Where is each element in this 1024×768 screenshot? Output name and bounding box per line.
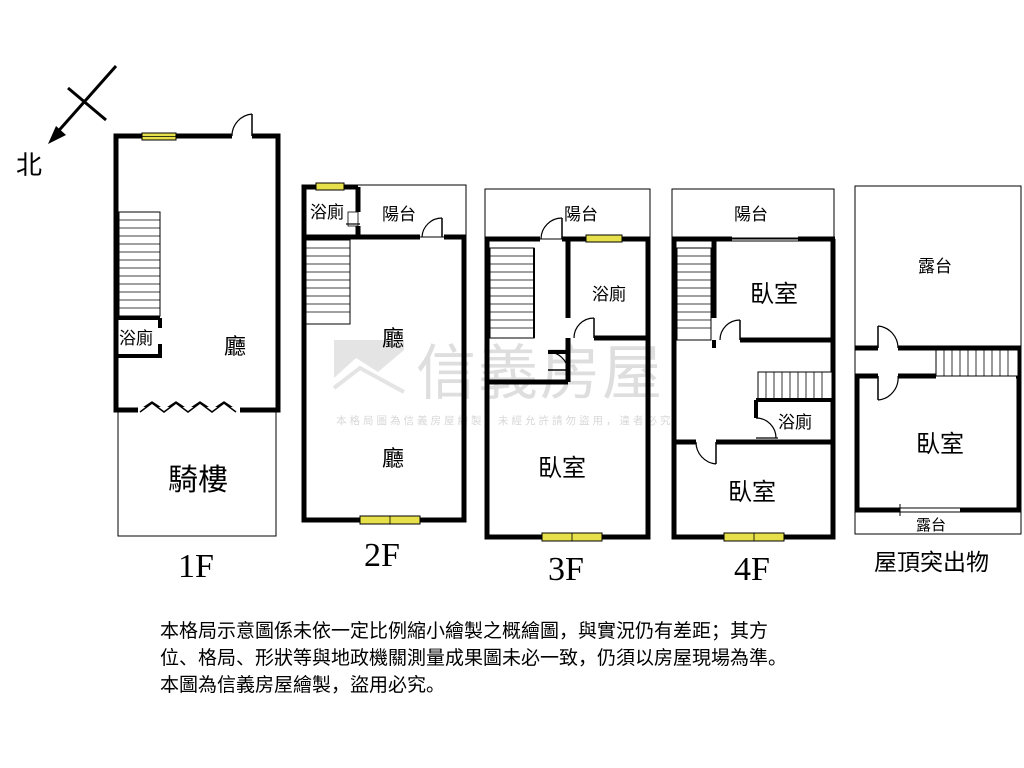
door-icon xyxy=(573,317,595,339)
watermark-logo-icon xyxy=(332,340,405,400)
door-icon xyxy=(346,211,360,227)
door-icon xyxy=(877,375,899,401)
window-icon xyxy=(315,182,345,191)
watermark-notice: 本格局圖為信義房屋繪製，未經允許請勿盜用，違者必究 xyxy=(336,414,674,427)
room-label-wc: 浴廁 xyxy=(119,328,153,349)
window-icon xyxy=(141,132,177,141)
floor-label-4f: 4F xyxy=(734,551,770,588)
window-icon xyxy=(359,515,421,525)
room-label-wc: 浴廁 xyxy=(310,202,344,223)
watermark: 信義房屋 本格局圖為信義房屋繪製，未經允許請勿盜用，違者必究 xyxy=(332,339,674,427)
room-label-hall: 廳 xyxy=(382,327,404,352)
room-label-balcony: 陽台 xyxy=(734,205,768,225)
window-icon xyxy=(541,532,603,542)
room-label-terrace: 露台 xyxy=(918,257,952,277)
floor-label-1f: 1F xyxy=(178,548,214,585)
disclaimer-line: 本圖為信義房屋繪製，盜用必究。 xyxy=(160,674,446,696)
room-label-bedroom: 臥室 xyxy=(728,478,776,506)
staircase-icon xyxy=(118,211,161,317)
door-icon xyxy=(547,351,569,371)
staircase-icon xyxy=(676,247,712,341)
staircase-icon xyxy=(935,349,1019,377)
staircase-icon xyxy=(305,239,351,325)
door-icon xyxy=(755,417,778,439)
disclaimer-line: 本格局示意圖係未依一定比例縮小繪製之概繪圖，與實況仍有差距；其方 xyxy=(160,620,769,642)
floor-3f-plan: 陽台 浴廁 臥室 3F xyxy=(484,188,651,588)
staircase-icon xyxy=(757,371,833,401)
door-icon xyxy=(695,441,717,465)
room-label-arcade: 騎樓 xyxy=(168,463,228,498)
room-label-wc: 浴廁 xyxy=(778,412,812,433)
floor-label-3f: 3F xyxy=(548,551,584,588)
compass-north-label: 北 xyxy=(16,151,42,181)
room-label-terrace: 露台 xyxy=(916,516,946,534)
floor-label-2f: 2F xyxy=(364,537,400,574)
watermark-brand: 信義房屋 xyxy=(416,339,664,409)
room-label-bedroom: 臥室 xyxy=(916,430,964,458)
room-label-balcony: 陽台 xyxy=(564,205,598,225)
floor-1f-plan: 浴廁 廳 騎樓 1F xyxy=(113,113,281,585)
disclaimer-note: 本格局示意圖係未依一定比例縮小繪製之概繪圖，與實況仍有差距；其方 位、格局、形狀… xyxy=(160,618,880,699)
door-icon xyxy=(540,217,563,240)
north-compass: 北 xyxy=(16,65,118,181)
floor-label-roof: 屋頂突出物 xyxy=(874,550,989,576)
room-label-hall: 廳 xyxy=(382,447,404,472)
floor-4f-plan: 陽台 臥室 浴廁 臥室 4F xyxy=(671,188,836,588)
door-icon xyxy=(231,113,253,140)
window-icon xyxy=(723,532,785,542)
roof-plan: 露台 臥室 露台 屋頂突出物 xyxy=(854,185,1022,576)
floor-2f-plan: 浴廁 陽台 廳 廳 2F xyxy=(301,182,467,574)
door-icon xyxy=(719,319,741,341)
staircase-icon xyxy=(489,247,535,339)
room-label-wc: 浴廁 xyxy=(592,284,626,305)
door-icon xyxy=(877,325,899,349)
window-icon xyxy=(585,234,623,243)
door-icon xyxy=(421,217,443,238)
room-label-hall: 廳 xyxy=(224,335,246,360)
sliding-door-icon xyxy=(732,237,798,242)
room-label-balcony: 陽台 xyxy=(382,205,416,225)
room-label-bedroom: 臥室 xyxy=(750,280,798,308)
disclaimer-line: 位、格局、形狀等與地政機關測量成果圖未必一致，仍須以房屋現場為準。 xyxy=(160,647,788,669)
room-label-bedroom: 臥室 xyxy=(538,454,586,482)
sliding-door-icon xyxy=(899,504,960,516)
